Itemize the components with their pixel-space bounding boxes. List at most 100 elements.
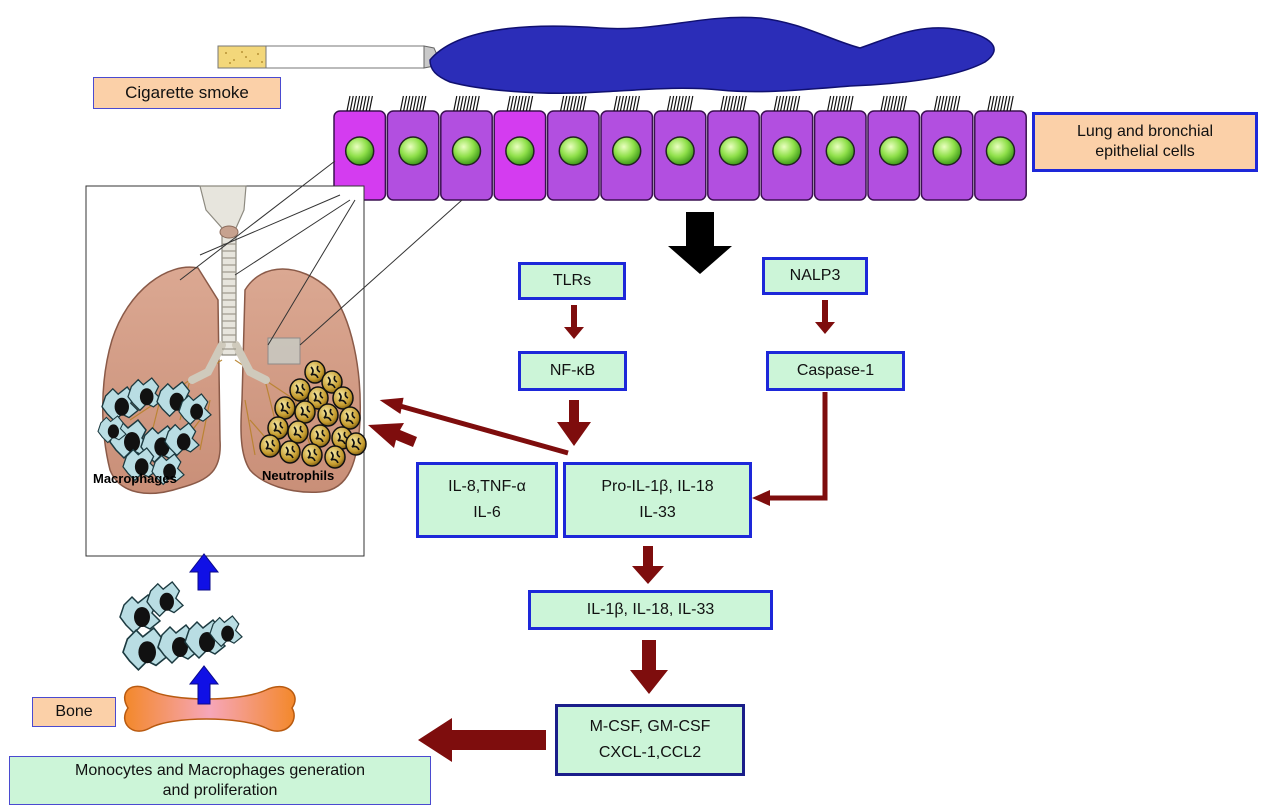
smoke-shape bbox=[429, 16, 995, 95]
neutrophil-icon bbox=[279, 440, 301, 464]
arrow-proil-lung bbox=[379, 397, 569, 456]
epithelial-cell bbox=[440, 95, 493, 201]
epithelial-cell bbox=[653, 95, 707, 201]
cilia-icon bbox=[666, 95, 694, 112]
cilia-icon bbox=[720, 95, 747, 112]
bone-icon bbox=[123, 685, 296, 732]
epithelial-cell bbox=[867, 95, 921, 201]
nalp3-text: NALP3 bbox=[789, 267, 841, 284]
monocytes-macrophages-label: Monocytes and Macrophages generation and… bbox=[9, 756, 431, 805]
il1b-il18-il33-box: IL-1β, IL-18, IL-33 bbox=[528, 590, 773, 630]
nucleus-icon bbox=[985, 136, 1016, 166]
epithelial-cell bbox=[493, 95, 547, 201]
cilia-icon bbox=[453, 95, 480, 112]
arrow-nfkb-proil bbox=[557, 400, 591, 446]
nucleus-icon bbox=[611, 136, 642, 166]
epithelial-cell bbox=[974, 95, 1027, 201]
cilia-icon bbox=[880, 95, 907, 112]
epithelial-cell bbox=[760, 95, 814, 201]
neutrophil-icon bbox=[339, 406, 361, 430]
nucleus-icon bbox=[718, 136, 749, 166]
arrow-csf-bone bbox=[418, 718, 546, 762]
connector-lines bbox=[179, 160, 463, 346]
proil-line-2: IL-33 bbox=[639, 504, 676, 521]
arrow-il1b-csf bbox=[630, 640, 668, 694]
arrow-proil-il1b bbox=[632, 546, 664, 584]
epithelial-cell-row bbox=[333, 95, 1027, 201]
il8-tnf-il6-box: IL-8,TNF-α IL-6 bbox=[416, 462, 558, 538]
nucleus-icon bbox=[398, 136, 428, 166]
nfkb-text: NF-κB bbox=[549, 362, 596, 379]
cilia-icon bbox=[773, 95, 801, 112]
cilia-icon bbox=[987, 95, 1014, 112]
macrophage-icon bbox=[127, 377, 163, 412]
nucleus-icon bbox=[878, 136, 909, 166]
nalp3-box: NALP3 bbox=[762, 257, 868, 295]
neutrophil-icon bbox=[301, 443, 323, 467]
neutrophil-icon bbox=[332, 386, 354, 410]
macrophage-cluster bbox=[97, 377, 212, 486]
macrophage-icon bbox=[97, 415, 127, 444]
neutrophil-icon bbox=[259, 434, 281, 458]
epithelial-cell bbox=[546, 95, 600, 201]
epithelial-cell bbox=[333, 95, 387, 201]
nucleus-icon bbox=[825, 136, 856, 166]
neutrophil-icon bbox=[287, 420, 309, 444]
bone-label: Bone bbox=[32, 697, 116, 727]
csf-line-2: CXCL-1,CCL2 bbox=[598, 744, 702, 761]
macrophage-group bbox=[119, 581, 243, 671]
epithelial-cell bbox=[600, 95, 654, 201]
macrophage-icon bbox=[178, 393, 212, 426]
epithelial-line-1: Lung and bronchial bbox=[1076, 123, 1214, 140]
nucleus-icon bbox=[665, 136, 695, 166]
arrow-nalp3-caspase bbox=[815, 300, 835, 334]
neutrophil-icon bbox=[324, 445, 346, 469]
neutrophil-icon bbox=[317, 403, 339, 427]
macrophage-icon bbox=[209, 615, 243, 648]
macrophage-icon bbox=[164, 422, 200, 457]
bone-text: Bone bbox=[55, 703, 93, 720]
tlrs-box: TLRs bbox=[518, 262, 626, 300]
neutrophil-icon bbox=[294, 400, 316, 424]
macrophage-icon bbox=[146, 581, 185, 618]
cilia-icon bbox=[346, 95, 373, 112]
cilia-icon bbox=[506, 95, 534, 112]
neutrophil-cluster bbox=[259, 360, 367, 469]
il1b-text: IL-1β, IL-18, IL-33 bbox=[586, 601, 715, 618]
cilia-icon bbox=[560, 95, 587, 112]
arrow-il8-lung bbox=[368, 423, 417, 448]
caspase-1-box: Caspase-1 bbox=[766, 351, 905, 391]
cilia-icon bbox=[827, 95, 854, 112]
nucleus-icon bbox=[451, 136, 482, 166]
nucleus-icon bbox=[558, 136, 589, 166]
nucleus-icon bbox=[772, 136, 802, 166]
epithelial-cell bbox=[386, 95, 440, 201]
cilia-icon bbox=[933, 95, 961, 112]
neutrophil-icon bbox=[309, 424, 331, 448]
cigarette-smoke-label: Cigarette smoke bbox=[93, 77, 281, 109]
epithelial-cell bbox=[813, 95, 867, 201]
neutrophil-icon bbox=[304, 360, 326, 384]
neutrophil-icon bbox=[345, 432, 367, 456]
blue-up-arrow-bottom bbox=[188, 665, 220, 705]
cigarette-icon bbox=[217, 45, 439, 69]
neutrophil-icon bbox=[307, 386, 329, 410]
black-down-arrow bbox=[668, 212, 732, 274]
proil-line-1: Pro-IL-1β, IL-18 bbox=[601, 478, 714, 495]
nucleus-icon bbox=[932, 136, 962, 166]
cilia-icon bbox=[613, 95, 640, 112]
nucleus-icon bbox=[505, 136, 535, 166]
cilia-icon bbox=[399, 95, 427, 112]
epithelial-cell bbox=[707, 95, 760, 201]
nfkb-box: NF-κB bbox=[518, 351, 627, 391]
neutrophils-label: Neutrophils bbox=[262, 468, 335, 483]
neutrophil-icon bbox=[289, 378, 311, 402]
cigarette-smoke-text: Cigarette smoke bbox=[125, 83, 249, 102]
arrow-caspase-proil bbox=[752, 392, 828, 506]
nucleus-icon bbox=[344, 136, 375, 166]
arrow-tlrs-nfkb bbox=[564, 305, 584, 339]
neutrophil-icon bbox=[274, 396, 296, 420]
neutrophil-icon bbox=[321, 370, 343, 394]
tlrs-text: TLRs bbox=[552, 272, 592, 289]
